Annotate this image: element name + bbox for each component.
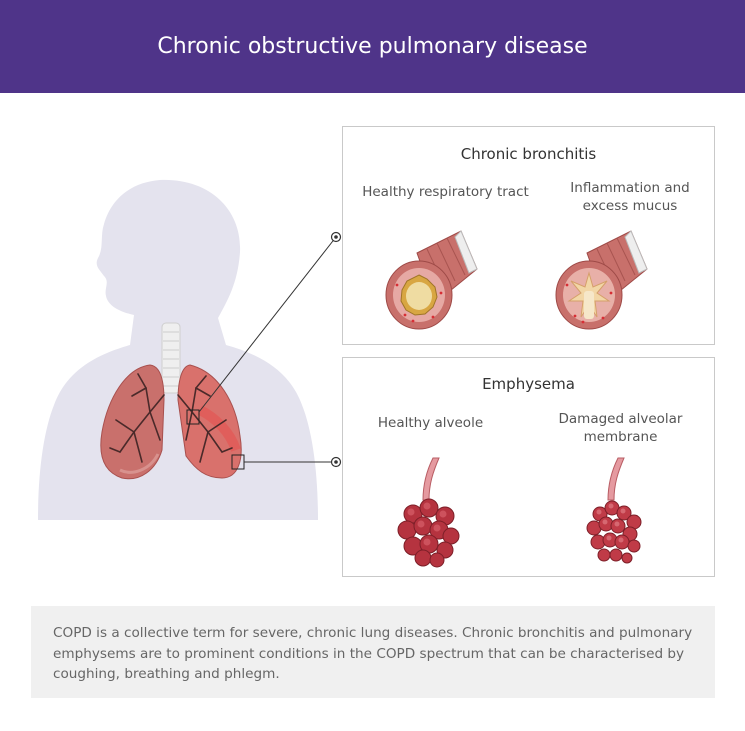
callout-lines — [186, 231, 342, 470]
trachea — [161, 322, 181, 394]
healthy-airway-illustration — [385, 230, 478, 330]
inflamed-tract-label: Inflammation and excess mucus — [570, 180, 690, 214]
damaged-alveole-illustration — [586, 457, 642, 564]
damaged-membrane-label: Damaged alveolar membrane — [558, 411, 683, 445]
bronchitis-title: Chronic bronchitis — [460, 145, 597, 163]
description-box: COPD is a collective term for severe, ch… — [31, 606, 715, 698]
healthy-tract-label: Healthy respiratory tract — [362, 184, 529, 200]
emphysema-title: Emphysema — [482, 375, 575, 393]
lung-right — [177, 364, 242, 479]
body-illustration — [38, 179, 342, 521]
bronchitis-panel: Chronic bronchitis Healthy respiratory t… — [342, 126, 715, 345]
emphysema-panel: Emphysema Healthy alveole Damaged alveol… — [342, 357, 715, 577]
lung-left — [100, 364, 165, 480]
healthy-alveole-label: Healthy alveole — [377, 415, 484, 431]
page-title: Chronic obstructive pulmonary disease — [157, 34, 588, 59]
description-text: COPD is a collective term for severe, ch… — [53, 625, 693, 682]
healthy-alveole-illustration — [397, 457, 460, 568]
inflamed-airway-illustration — [555, 230, 648, 330]
bronchitis-marker-box — [186, 409, 200, 425]
bronchitis-callout-line — [198, 236, 337, 413]
header-bar: Chronic obstructive pulmonary disease — [0, 0, 745, 93]
